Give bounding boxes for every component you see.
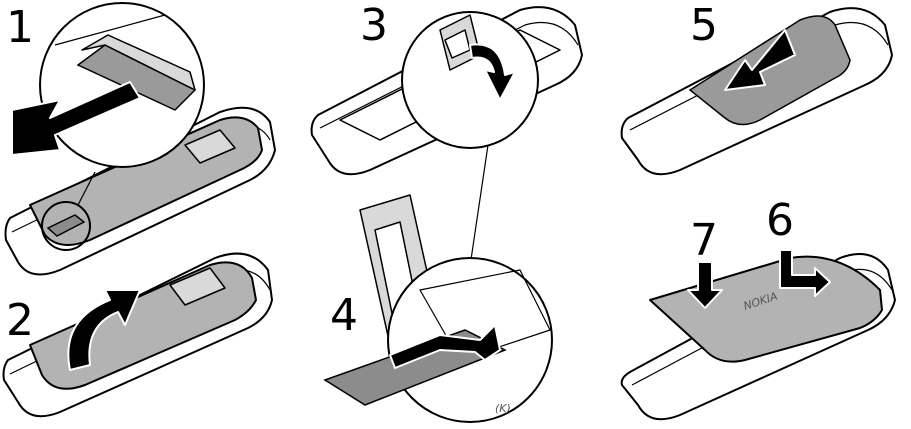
step-5-illustration: 5 xyxy=(620,0,893,176)
step-3-label: 3 xyxy=(360,0,388,51)
step-2-label: 2 xyxy=(6,295,34,346)
sim-holder-mark: (K) xyxy=(495,402,511,415)
press-down-arrow xyxy=(779,249,831,297)
step-4-label: 4 xyxy=(330,290,358,341)
flip-up-arrow xyxy=(469,43,516,101)
step-3-illustration: 3 xyxy=(310,0,583,301)
press-down-arrow xyxy=(687,261,723,309)
step-6-label: 6 xyxy=(766,195,794,246)
step-4-illustration: (K) 4 xyxy=(323,194,553,423)
insert-sim-arrow xyxy=(389,324,501,369)
step-5-label: 5 xyxy=(690,0,718,51)
step-7-label: 7 xyxy=(690,215,718,266)
step-6-7-illustration: NOKIA 7 6 xyxy=(620,195,896,421)
step-1-label: 1 xyxy=(6,2,34,53)
slide-left-arrow xyxy=(11,81,141,156)
step-1-illustration: 1 xyxy=(4,2,276,276)
lift-up-arrow xyxy=(67,289,141,371)
step-2-illustration: 2 xyxy=(2,252,273,418)
insert-battery-arrow xyxy=(724,29,796,91)
